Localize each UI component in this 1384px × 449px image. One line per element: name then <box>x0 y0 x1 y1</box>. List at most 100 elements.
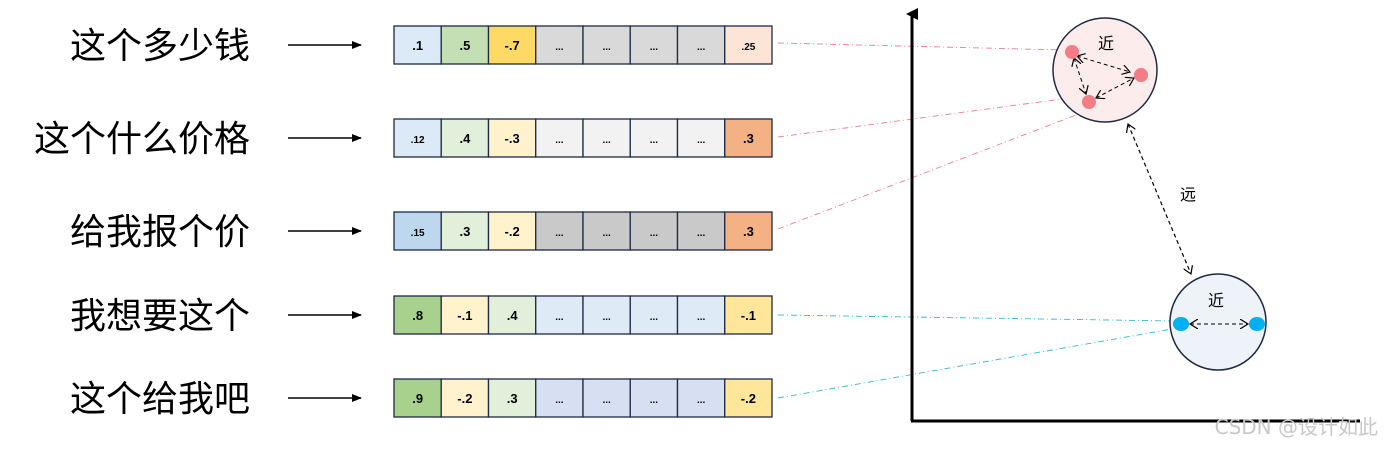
vector-cell-value: .15 <box>411 228 425 239</box>
sentence-text: 我想要这个 <box>70 296 250 337</box>
vector-cell-value: -.1 <box>457 308 472 323</box>
vector-cell-value: -.7 <box>505 38 520 53</box>
vector-cell <box>487 378 537 418</box>
vector-cell-value: .4 <box>507 308 519 323</box>
vector-cell-value: .3 <box>743 131 754 146</box>
vector-cell <box>629 118 679 158</box>
vector-cell <box>440 295 490 335</box>
cluster-blue-label: 近 <box>1208 291 1224 310</box>
red-link-c <box>1096 78 1134 98</box>
vector-cell <box>487 295 537 335</box>
vector-cell-value: .8 <box>412 308 423 323</box>
vector-cell <box>535 378 584 418</box>
vector-cell-value: -.2 <box>505 224 520 239</box>
vector-cell <box>724 378 773 418</box>
embedding-vector: .9 -.2 .3............ -.2 <box>393 378 773 418</box>
vector-cell-value: ... <box>650 312 659 323</box>
sentence-row: 这个什么价格.12.4-.3.............3 <box>34 118 773 160</box>
vector-cell-value: ... <box>650 228 659 239</box>
vector-cell-value: .3 <box>507 391 518 406</box>
vector-cell <box>724 118 773 158</box>
vector-cell <box>724 295 773 335</box>
vector-cell-value: ... <box>555 228 564 239</box>
vector-cell <box>393 118 442 158</box>
vector-cell <box>487 118 537 158</box>
vector-cell-value: ... <box>602 395 611 406</box>
red-link-b <box>1074 58 1086 94</box>
embedding-vector: .8 -.1 .4............ -.1 <box>393 295 773 335</box>
vector-cell-value: -.2 <box>457 391 472 406</box>
vector-cell <box>535 295 584 335</box>
vector-cell-value: ... <box>697 135 706 146</box>
vector-cell-value: .25 <box>741 42 755 53</box>
vector-cell-value: -.2 <box>741 391 756 406</box>
vector-cell <box>676 118 726 158</box>
mapping-lines <box>777 42 1176 399</box>
vector-cell-value: .9 <box>412 391 423 406</box>
cluster-red-point <box>1134 68 1148 82</box>
vector-cell-value: .4 <box>459 131 471 146</box>
sentence-text: 给我报个价 <box>70 212 250 253</box>
sentence-row: 给我报个价.15.3-.2.............3 <box>70 211 773 253</box>
sentence-rows: 这个多少钱.1.5-.7.............25这个什么价格.12.4-.… <box>34 25 773 420</box>
sentence-row: 我想要这个 .8 -.1 .4............ -.1 <box>70 295 773 337</box>
embedding-axes <box>906 8 1360 423</box>
sentence-row: 这个给我吧 .9 -.2 .3............ -.2 <box>70 378 773 420</box>
mapping-line <box>777 98 1063 138</box>
vector-cell-value: ... <box>697 228 706 239</box>
vector-cell <box>393 211 442 251</box>
cluster-blue-point <box>1173 317 1189 331</box>
vector-cell-value: .5 <box>459 38 470 53</box>
vector-cell-value: ... <box>697 312 706 323</box>
vector-cell-value: ... <box>602 135 611 146</box>
vector-cell-value: ... <box>697 395 706 406</box>
cluster-red-label: 近 <box>1098 34 1114 53</box>
embedding-vector: .12 .4 -.3............ .3 <box>393 118 773 158</box>
sentence-text: 这个给我吧 <box>70 379 250 420</box>
vector-cell-value: ... <box>555 312 564 323</box>
vector-cell-value: -.1 <box>741 308 756 323</box>
vector-cell <box>582 211 631 251</box>
mapping-line <box>777 42 1065 51</box>
vector-cell <box>487 25 537 65</box>
sentence-row: 这个多少钱.1.5-.7.............25 <box>70 25 773 67</box>
vector-cell-value: .1 <box>412 38 423 53</box>
watermark: CSDN @设计如此 <box>1215 415 1378 439</box>
vector-cell-value: ... <box>697 42 706 53</box>
cluster-blue-point <box>1249 317 1265 331</box>
embedding-vector: .1 .5 -.7............ .25 <box>393 25 773 65</box>
embedding-vector: .15.3-.2.............3 <box>393 211 773 251</box>
vector-cell <box>440 118 490 158</box>
vector-cell <box>676 211 726 251</box>
mapping-line <box>777 314 1176 322</box>
vector-cell-value: -.3 <box>505 131 520 146</box>
vector-cell <box>724 25 773 65</box>
vector-cell-value: ... <box>650 135 659 146</box>
far-label: 远 <box>1180 185 1196 204</box>
vector-cell-value: ... <box>555 135 564 146</box>
vector-cell-value: .12 <box>411 135 425 146</box>
vector-cell <box>535 118 584 158</box>
mapping-line <box>777 114 1077 230</box>
vector-cell-value: .3 <box>459 224 470 239</box>
vector-cell-value: ... <box>555 395 564 406</box>
vector-cell-value: ... <box>650 395 659 406</box>
cluster-red-point <box>1065 45 1079 59</box>
vector-cell <box>629 211 679 251</box>
vector-cell <box>440 25 490 65</box>
vector-cell-value: ... <box>602 42 611 53</box>
mapping-line <box>777 328 1173 399</box>
vector-cell <box>440 378 490 418</box>
vector-cell-value: ... <box>650 42 659 53</box>
vector-cell <box>487 211 537 251</box>
cluster-red: 近 <box>1052 17 1158 123</box>
vector-cell-value: ... <box>555 42 564 53</box>
vector-cell <box>629 295 679 335</box>
vector-cell <box>724 211 773 251</box>
vector-cell-value: ... <box>602 312 611 323</box>
vector-cell <box>393 295 442 335</box>
far-distance: 远 <box>1128 124 1196 274</box>
vector-cell <box>440 211 490 251</box>
vector-cell <box>582 295 631 335</box>
